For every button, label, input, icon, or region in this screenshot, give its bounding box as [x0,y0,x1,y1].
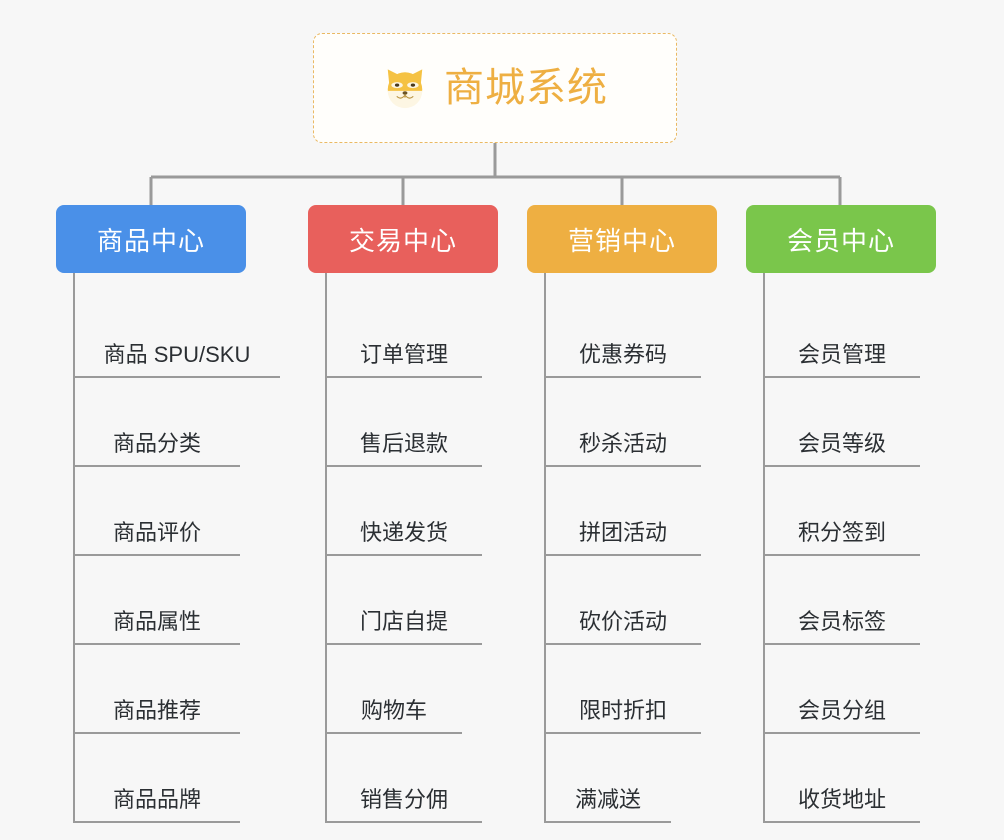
leaf-item-label: 商品分类 [112,431,201,456]
leaf-item[interactable]: 商品 SPU/SKU [74,289,280,378]
leaf-item[interactable]: 会员分组 [764,645,920,734]
leaf-item-label: 会员管理 [797,342,886,367]
leaf-item-label: 拼团活动 [578,520,667,545]
leaf-item-label: 会员标签 [797,609,886,634]
leaf-item-label: 收货地址 [797,787,886,812]
branch-item-list: 订单管理 售后退款 快递发货 门店自提 购物车 销售分佣 [308,273,498,823]
branch-column-trade-center: 交易中心 订单管理 售后退款 快递发货 门店自提 购物车 销售分佣 [308,205,498,823]
leaf-item-label: 商品 SPU/SKU [103,342,251,367]
leaf-item[interactable]: 限时折扣 [545,645,701,734]
branch-head-label: 交易中心 [348,225,457,256]
leaf-item-label: 商品品牌 [112,787,201,812]
shiba-dog-face-icon [387,69,423,109]
leaf-item-label: 购物车 [360,698,427,723]
leaf-item[interactable]: 满减送 [545,734,671,823]
leaf-item-label: 秒杀活动 [578,431,667,456]
leaf-item[interactable]: 积分签到 [764,467,920,556]
leaf-item[interactable]: 秒杀活动 [545,378,701,467]
leaf-item[interactable]: 优惠券码 [545,289,701,378]
leaf-item-label: 订单管理 [359,342,448,367]
root-node[interactable]: 商城系统 [313,33,677,143]
branch-column-member-center: 会员中心 会员管理 会员等级 积分签到 会员标签 会员分组 收货地址 [746,205,936,823]
leaf-item[interactable]: 商品评价 [74,467,240,556]
leaf-item[interactable]: 会员标签 [764,556,920,645]
leaf-item[interactable]: 会员等级 [764,378,920,467]
leaf-item-label: 积分签到 [797,520,886,545]
branch-head-product-center[interactable]: 商品中心 [56,205,246,273]
leaf-item[interactable]: 收货地址 [764,734,920,823]
leaf-item-label: 商品属性 [112,609,201,634]
branch-column-product-center: 商品中心 商品 SPU/SKU 商品分类 商品评价 商品属性 商品推荐 商品品牌 [56,205,280,823]
branch-item-list: 会员管理 会员等级 积分签到 会员标签 会员分组 收货地址 [746,273,936,823]
branch-item-list: 优惠券码 秒杀活动 拼团活动 砍价活动 限时折扣 满减送 [527,273,717,823]
root-title: 商城系统 [444,66,608,110]
leaf-item-label: 限时折扣 [578,698,667,723]
leaf-item-label: 优惠券码 [578,342,667,367]
leaf-item-label: 快递发货 [359,520,448,545]
leaf-item[interactable]: 商品属性 [74,556,240,645]
leaf-item-label: 会员等级 [797,431,886,456]
branch-head-trade-center[interactable]: 交易中心 [308,205,498,273]
branch-column-marketing-center: 营销中心 优惠券码 秒杀活动 拼团活动 砍价活动 限时折扣 满减送 [527,205,717,823]
leaf-item[interactable]: 门店自提 [326,556,482,645]
leaf-item[interactable]: 会员管理 [764,289,920,378]
leaf-item-label: 售后退款 [359,431,448,456]
leaf-item-label: 商品评价 [112,520,201,545]
leaf-item-label: 销售分佣 [359,787,448,812]
leaf-item-label: 商品推荐 [112,698,201,723]
branch-head-label: 营销中心 [567,225,676,256]
leaf-item[interactable]: 快递发货 [326,467,482,556]
leaf-item[interactable]: 订单管理 [326,289,482,378]
leaf-item[interactable]: 购物车 [326,645,462,734]
branch-head-label: 商品中心 [96,225,205,256]
leaf-item[interactable]: 拼团活动 [545,467,701,556]
leaf-item[interactable]: 商品推荐 [74,645,240,734]
leaf-item[interactable]: 售后退款 [326,378,482,467]
branch-head-marketing-center[interactable]: 营销中心 [527,205,717,273]
branch-head-label: 会员中心 [786,225,895,256]
branch-head-member-center[interactable]: 会员中心 [746,205,936,273]
leaf-item[interactable]: 商品品牌 [74,734,240,823]
leaf-item-label: 满减送 [574,787,641,812]
leaf-item-label: 会员分组 [797,698,886,723]
branch-item-list: 商品 SPU/SKU 商品分类 商品评价 商品属性 商品推荐 商品品牌 [56,273,280,823]
leaf-item-label: 门店自提 [359,609,448,634]
leaf-item[interactable]: 砍价活动 [545,556,701,645]
leaf-item[interactable]: 销售分佣 [326,734,482,823]
leaf-item[interactable]: 商品分类 [74,378,240,467]
leaf-item-label: 砍价活动 [578,609,667,634]
